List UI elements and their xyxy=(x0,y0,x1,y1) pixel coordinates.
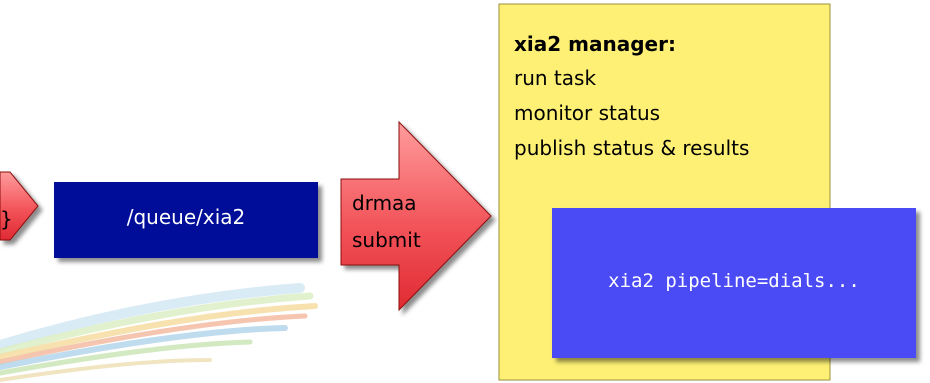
manager-title: xia2 manager: xyxy=(514,32,676,56)
queue-box xyxy=(54,182,318,258)
drmaa-arrow xyxy=(340,120,492,312)
left-arrow-label: } xyxy=(0,207,13,231)
manager-line-publish: publish status & results xyxy=(514,136,750,160)
drmaa-label-line1: drmaa xyxy=(352,191,417,215)
manager-line-run-task: run task xyxy=(514,66,597,90)
left-arrow xyxy=(0,171,39,241)
queue-label: /queue/xia2 xyxy=(126,205,246,229)
pipeline-box xyxy=(552,208,916,358)
manager-line-monitor-status: monitor status xyxy=(514,101,661,125)
drmaa-label-line2: submit xyxy=(352,228,421,252)
pipeline-command: xia2 pipeline=dials... xyxy=(608,270,860,292)
decorative-swoosh xyxy=(0,283,318,382)
